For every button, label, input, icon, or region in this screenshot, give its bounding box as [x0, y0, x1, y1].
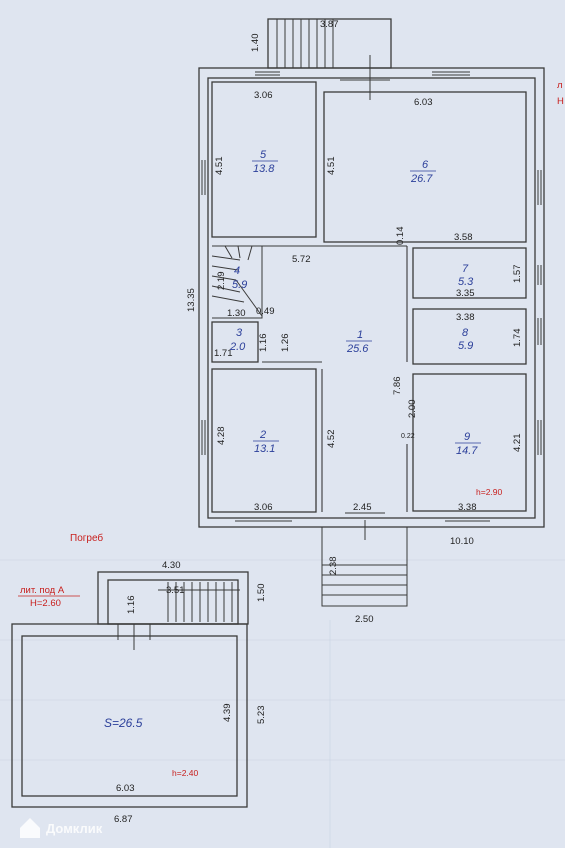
- room-8-num: 8: [462, 327, 469, 339]
- room-7: [412, 247, 527, 299]
- room-2-num: 2: [259, 429, 266, 441]
- room-5: [211, 81, 317, 238]
- cellar-lit: лит. под А: [20, 585, 65, 596]
- room-3-area: 2.0: [229, 341, 246, 353]
- dim-room3-h2: 1.26: [280, 334, 291, 353]
- dim-014: 0.14: [395, 227, 406, 246]
- dim-room2-w: 3.06: [254, 502, 273, 513]
- porch: [321, 512, 408, 607]
- main-building: 3.87 1.40 3.06 4.51 6.03 4.51 0.14 5.72 …: [186, 18, 564, 625]
- windows: [201, 71, 542, 522]
- room-1-area: 25.6: [346, 343, 369, 355]
- room-7-num: 7: [462, 263, 469, 275]
- cellar-inner-h: 4.39: [222, 704, 233, 723]
- room-2: [211, 368, 317, 513]
- room-4-area: 5.9: [232, 279, 247, 291]
- dim-room8-h: 1.74: [512, 329, 523, 348]
- dim-overall-w: 10.10: [450, 536, 474, 547]
- room-9-area: 14.7: [456, 445, 478, 457]
- dim-room1-w: 5.72: [292, 254, 311, 265]
- dim-porch-d: 2.38: [328, 557, 339, 576]
- cellar-outer-w: 6.87: [114, 814, 133, 825]
- dim-stair-a: 2.19: [216, 272, 227, 291]
- dim-room5-h: 4.51: [214, 157, 225, 176]
- dim-room6-h: 4.51: [326, 157, 337, 176]
- dim-stair-b: 1.30: [227, 308, 246, 319]
- room-1-num: 1: [357, 329, 363, 341]
- dim-022: 0.22: [401, 433, 415, 440]
- room-5-area: 13.8: [253, 163, 275, 175]
- cellar-room: [21, 635, 238, 797]
- dim-room9-w: 3.38: [458, 502, 477, 513]
- room-6: [323, 91, 527, 243]
- cellar-stair-d: 1.50: [256, 584, 267, 603]
- cellar-title: Погреб: [70, 532, 103, 544]
- cellar-h-label: h=2.40: [172, 768, 199, 778]
- dim-stair-c: 0.49: [256, 306, 275, 317]
- dim-room7-w2: 3.35: [456, 288, 475, 299]
- room-9-num: 9: [464, 431, 470, 443]
- room-5-num: 5: [260, 149, 267, 161]
- room-8: [412, 308, 527, 365]
- room-4-stair: [211, 245, 263, 319]
- room-8-area: 5.9: [458, 340, 473, 352]
- dim-stair-width: 3.87: [320, 19, 339, 30]
- cellar-inner-w: 6.03: [116, 783, 135, 794]
- cellar-116: 1.16: [126, 596, 137, 615]
- room-labels: 5 13.8 6 26.7 4 5.9 7 5.3 8 5.9 1 25.6 3…: [229, 149, 481, 457]
- room-6-num: 6: [422, 159, 429, 171]
- dim-room5-w: 3.06: [254, 90, 273, 101]
- cellar-stair-w: 3.51: [166, 585, 185, 596]
- watermark-text: Домклик: [46, 821, 103, 836]
- room-9: [412, 373, 527, 512]
- dim-porch-w: 2.45: [353, 502, 372, 513]
- dim-room7-h: 1.57: [512, 265, 523, 284]
- dim-overall-h: 13.35: [186, 288, 197, 312]
- partial-label-top: л: [557, 80, 563, 91]
- dim-room9-h: 4.21: [512, 434, 523, 453]
- dim-room3-h: 1.16: [258, 334, 269, 353]
- inner-wall: [207, 77, 536, 519]
- room-3-num: 3: [236, 327, 243, 339]
- dim-room2-h2: 4.52: [326, 430, 337, 449]
- dim-stair-depth: 1.40: [250, 34, 261, 53]
- room-2-area: 13.1: [254, 443, 275, 455]
- top-stair: [267, 18, 392, 100]
- cellar-outer-h: 5.23: [256, 706, 267, 725]
- cellar: Погреб лит. под А Н=2.60 4.30 3.51 1.50 …: [11, 532, 267, 825]
- room-4-num: 4: [234, 265, 240, 277]
- dim-room7-w: 3.58: [454, 232, 473, 243]
- dim-room2-h: 4.28: [216, 427, 227, 446]
- partial-label-bottom: Н: [557, 96, 564, 107]
- dim-200: 2.00: [407, 400, 418, 419]
- dim-room6-w: 6.03: [414, 97, 433, 108]
- height-main: h=2.90: [476, 487, 503, 497]
- cellar-height: Н=2.60: [30, 598, 61, 609]
- room-7-area: 5.3: [458, 276, 474, 288]
- cellar-top-w: 4.30: [162, 560, 181, 571]
- dim-room3-w: 1.71: [214, 348, 233, 359]
- dim-room1-h: 7.86: [392, 377, 403, 396]
- room-6-area: 26.7: [410, 173, 433, 185]
- watermark: Домклик: [20, 818, 103, 838]
- dim-room8-w: 3.38: [456, 312, 475, 323]
- home-icon: [20, 818, 40, 838]
- dim-porch-base: 2.50: [355, 614, 374, 625]
- cellar-outer: [11, 623, 248, 808]
- cellar-area: S=26.5: [104, 716, 143, 730]
- room-3: [211, 321, 259, 363]
